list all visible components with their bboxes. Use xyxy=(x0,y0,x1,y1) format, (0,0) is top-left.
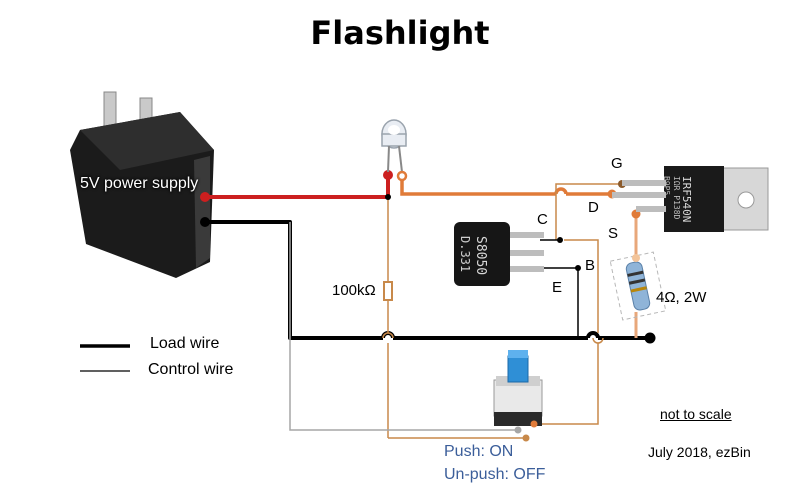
s8050-transistor xyxy=(454,222,544,286)
resistor-100k-body xyxy=(383,281,393,301)
irf540n-mosfet xyxy=(612,166,769,232)
scale-note: not to scale xyxy=(660,406,732,422)
power-supply-label: 5V power supply xyxy=(80,175,199,192)
load-wire-hop-2 xyxy=(586,331,600,339)
control-junction-2 xyxy=(557,237,563,243)
transistor-marking-2: D.331 xyxy=(458,236,472,273)
control-junction-3 xyxy=(575,265,581,271)
resistor-4ohm-label: 4Ω, 2W xyxy=(656,289,707,306)
mosfet-gate-label: G xyxy=(611,155,623,172)
mosfet-marking-2: IΩR P138D xyxy=(672,176,681,220)
resistor-4ohm xyxy=(609,251,667,321)
led-drain-wire xyxy=(400,176,612,196)
mosfet-drain-label: D xyxy=(588,199,599,216)
legend-control-label: Control wire xyxy=(148,361,234,378)
control-wires xyxy=(289,183,638,439)
power-supply-adapter xyxy=(70,91,214,278)
resistor-100k-label: 100kΩ xyxy=(332,282,376,299)
transistor-base-label: B xyxy=(585,257,596,274)
led-cathode-terminal xyxy=(396,170,408,182)
credit-note: July 2018, ezBin xyxy=(648,444,751,460)
mosfet-marking-3: B9P5 xyxy=(662,176,671,196)
diagram-title: Flashlight xyxy=(310,14,490,52)
led-anode-junction xyxy=(383,170,393,180)
adapter-top-face xyxy=(80,112,214,170)
transistor-emitter-label: E xyxy=(552,279,563,296)
push-on-label: Push: ON xyxy=(444,443,514,460)
positive-wire xyxy=(205,176,390,199)
transistor-collector-label: C xyxy=(537,211,548,228)
mosfet-marking-1: IRF540N xyxy=(680,176,693,223)
adapter-positive-terminal xyxy=(200,192,210,202)
unpush-off-label: Un-push: OFF xyxy=(444,466,546,483)
legend-load-label: Load wire xyxy=(150,335,220,352)
transistor-marking-1: S8050 xyxy=(473,236,488,276)
control-junction-1 xyxy=(385,194,391,200)
push-button-switch xyxy=(493,350,543,442)
load-wire-negative xyxy=(205,220,383,340)
led xyxy=(381,119,407,173)
adapter-negative-terminal xyxy=(200,217,210,227)
ground-junction xyxy=(644,332,656,344)
mosfet-source-label: S xyxy=(608,225,619,242)
